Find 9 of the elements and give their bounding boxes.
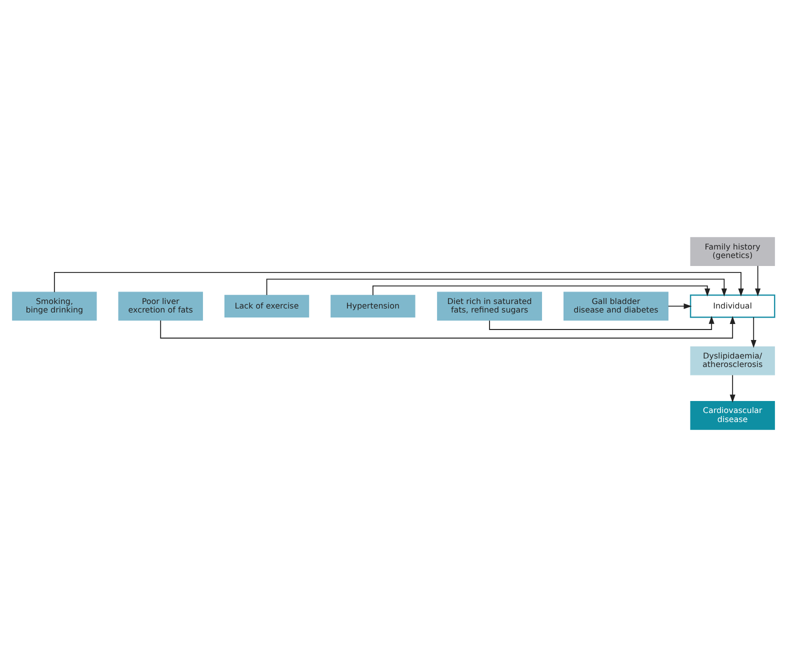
arrow (730, 374, 736, 402)
arrow (266, 278, 727, 296)
arrow (160, 315, 736, 338)
arrow (755, 264, 761, 296)
arrow (372, 284, 710, 296)
arrow (54, 271, 744, 296)
arrow (668, 302, 692, 308)
arrow (489, 315, 714, 330)
arrow (750, 316, 756, 348)
